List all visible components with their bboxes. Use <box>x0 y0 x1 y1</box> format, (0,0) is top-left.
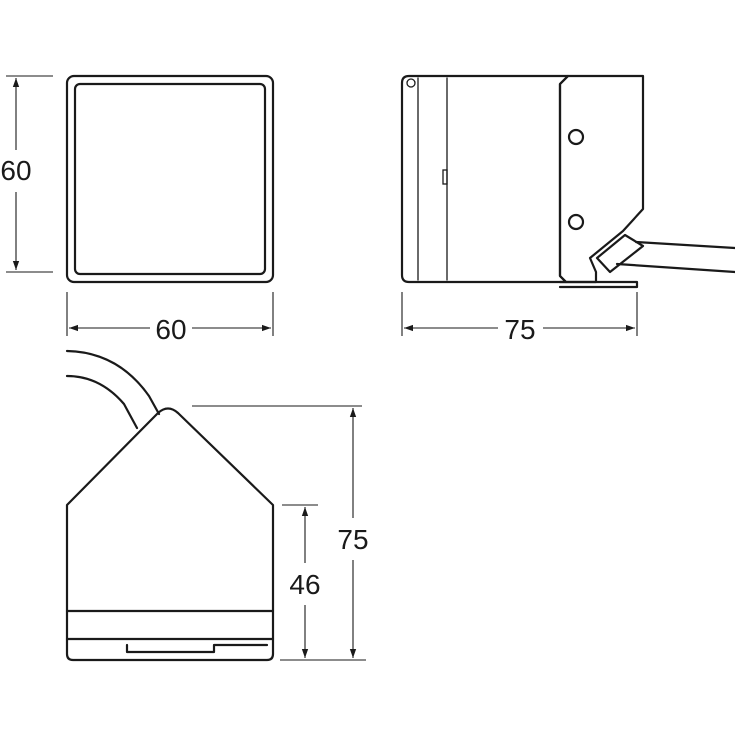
side-view-mount-hole-bottom <box>567 213 585 231</box>
side-view-cable-upper <box>634 240 735 250</box>
side-view-cable-lower <box>615 262 735 274</box>
side-view <box>400 74 735 289</box>
side-view-clip-hole <box>406 78 416 88</box>
front-view-outer-frame <box>65 74 275 284</box>
front-view-inner-lens <box>73 82 267 276</box>
side-view-latch <box>442 169 448 185</box>
top-view <box>65 349 275 662</box>
top-length-label: 75 <box>337 524 368 555</box>
front-width-dimension: 60 <box>66 292 274 345</box>
top-view-body-outline <box>65 407 275 662</box>
side-view-cable-gland <box>595 233 645 274</box>
front-height-dimension: 60 <box>0 75 53 273</box>
front-view <box>65 74 275 284</box>
top-view-cable-lower <box>65 374 139 430</box>
side-view-base-plate <box>558 280 639 289</box>
side-length-dimension: 75 <box>401 292 638 345</box>
top-view-cable-upper <box>65 349 161 416</box>
top-body-label: 46 <box>289 569 320 600</box>
top-view-base-notch <box>125 643 269 654</box>
side-view-bracket <box>558 74 645 284</box>
front-width-label: 60 <box>155 314 186 345</box>
side-length-label: 75 <box>504 314 535 345</box>
side-view-body-outline <box>400 74 570 284</box>
front-height-label: 60 <box>0 155 31 186</box>
side-view-mount-hole-top <box>567 128 585 146</box>
top-body-dimension: 46 <box>282 504 321 658</box>
top-length-dimension: 75 <box>192 405 369 661</box>
